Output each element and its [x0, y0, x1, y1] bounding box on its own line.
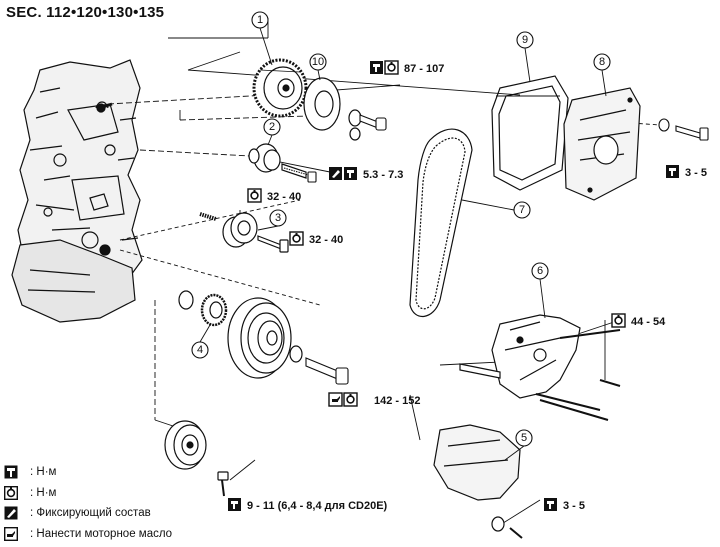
torque-socket-icon — [4, 485, 30, 500]
idler-pulley — [248, 143, 307, 179]
torque-spec-44-54: 44 - 54 — [611, 313, 666, 328]
callout-leaders — [199, 27, 607, 461]
upper-timing-cover — [563, 87, 641, 201]
svg-text:9: 9 — [522, 34, 528, 46]
callout-6: 6 — [531, 262, 549, 280]
lower-timing-cover — [433, 424, 523, 539]
legend-item-oil: : Нанести моторное масло — [4, 524, 172, 545]
legend-item-socket: : Н·м — [4, 483, 172, 504]
callout-5: 5 — [515, 429, 533, 447]
torque-spec-3-5-upper: 3 - 5 — [666, 165, 707, 179]
torque-spec-32-40-tensioner: 32 - 40 — [289, 231, 343, 246]
torque-spec-5-3-7-3: 5.3 - 7.3 — [329, 167, 403, 181]
svg-text:5: 5 — [521, 432, 527, 444]
camshaft-bolt — [359, 114, 387, 131]
camshaft-plate — [303, 77, 362, 141]
svg-text:87 - 107: 87 - 107 — [404, 63, 444, 75]
svg-text:142 - 152: 142 - 152 — [374, 395, 420, 407]
svg-text:6: 6 — [537, 265, 543, 277]
crankshaft-pulley — [227, 297, 303, 379]
callout-9: 9 — [516, 31, 534, 49]
legend-item-sealant: : Фиксирующий состав — [4, 503, 172, 524]
torque-spec-9-11: 9 - 11 (6,4 - 8,4 для CD20E) — [228, 498, 388, 512]
svg-text:1: 1 — [257, 14, 263, 26]
svg-text:3 - 5: 3 - 5 — [685, 167, 707, 179]
crankshaft-sprocket — [178, 290, 228, 327]
callout-1: 1 — [251, 11, 269, 29]
svg-text:3: 3 — [275, 212, 281, 224]
svg-text:2: 2 — [269, 121, 275, 133]
torque-spec-32-40-idler: 32 - 40 — [247, 188, 301, 203]
water-pump-pulley — [164, 420, 229, 497]
tensioner-bracket — [459, 314, 621, 421]
callout-2: 2 — [263, 118, 281, 136]
legend: : Н·м : Н·м : Фиксирующий состав : Нанес… — [4, 462, 172, 544]
svg-text:3 - 5: 3 - 5 — [563, 500, 585, 512]
oil-can-icon — [4, 526, 30, 541]
torque-spec-3-5-lower: 3 - 5 — [544, 498, 585, 512]
svg-text:44 - 54: 44 - 54 — [631, 316, 666, 328]
engine-block — [11, 59, 143, 323]
legend-label: : Фиксирующий состав — [30, 507, 151, 520]
callout-8: 8 — [593, 53, 611, 71]
callout-7: 7 — [513, 201, 531, 219]
legend-label: : Нанести моторное масло — [30, 527, 173, 540]
crankshaft-bolt — [305, 357, 349, 385]
svg-text:8: 8 — [599, 56, 605, 68]
camshaft-sprocket — [252, 58, 308, 118]
callout-3: 3 — [269, 209, 287, 227]
timing-belt — [409, 128, 473, 317]
callout-10: 10 — [309, 53, 327, 71]
svg-text:32 - 40: 32 - 40 — [267, 191, 301, 203]
svg-text:7: 7 — [519, 204, 525, 216]
svg-text:5.3 - 7.3: 5.3 - 7.3 — [363, 169, 403, 181]
cover-bolt-top — [658, 118, 709, 141]
torque-spec-87-107: 87 - 107 — [370, 60, 444, 75]
section-title: SEC. 112•120•130•135 — [6, 4, 165, 21]
legend-label: : Н·м — [30, 486, 57, 499]
locking-sealant-icon — [4, 506, 30, 520]
svg-text:10: 10 — [312, 56, 324, 68]
tensioner-pulley — [199, 212, 289, 253]
legend-item-wrench: : Н·м — [4, 462, 172, 483]
svg-text:9 - 11 (6,4 - 8,4 для CD20E): 9 - 11 (6,4 - 8,4 для CD20E) — [247, 500, 388, 512]
timing-cover-gasket — [491, 75, 569, 191]
svg-text:4: 4 — [197, 344, 203, 356]
idler-bolt — [283, 167, 317, 183]
torque-wrench-icon — [4, 465, 30, 479]
callout-4: 4 — [191, 341, 209, 359]
torque-spec-142-152: 142 - 152 — [328, 392, 420, 407]
legend-label: : Н·м — [30, 466, 57, 479]
svg-text:32 - 40: 32 - 40 — [309, 234, 343, 246]
